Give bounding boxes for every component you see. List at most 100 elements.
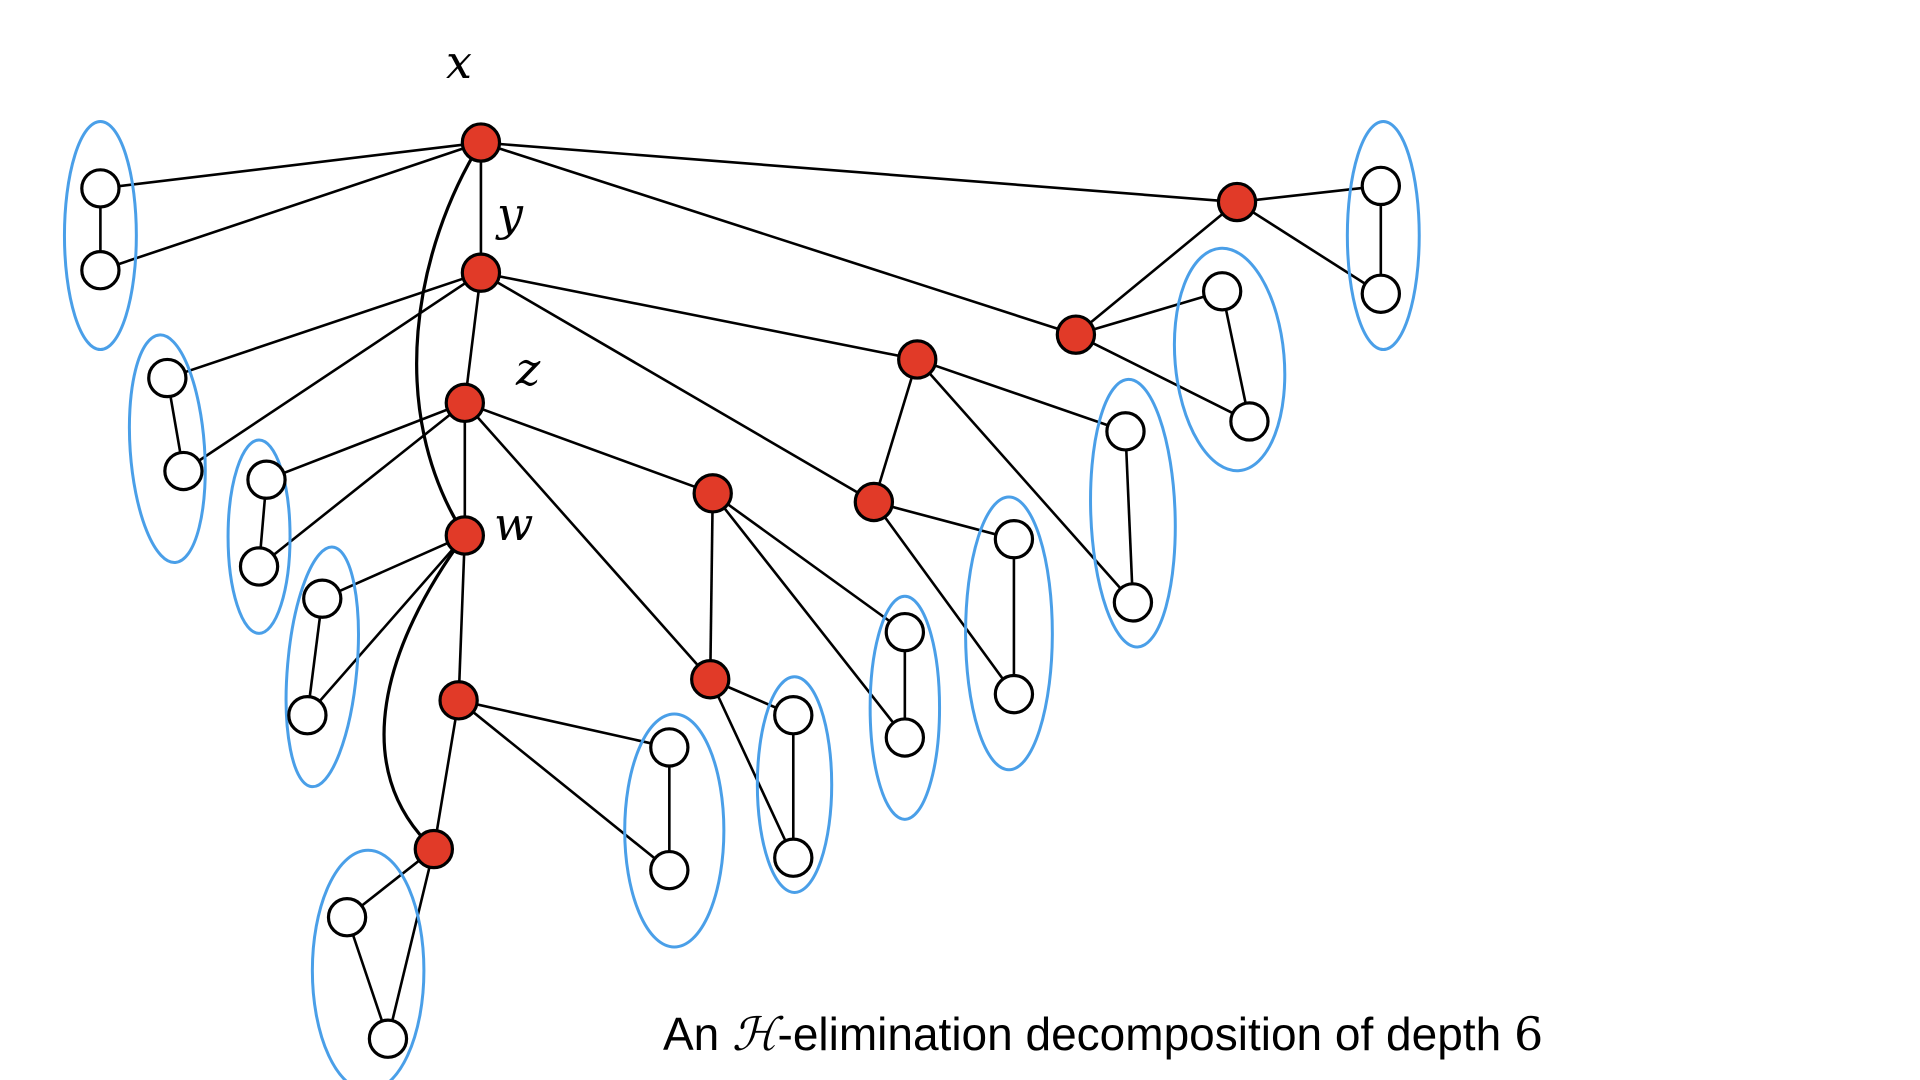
group-k-ellipse <box>1172 246 1287 473</box>
edge-w-n2 <box>382 534 467 851</box>
edge-n3-h2 <box>711 492 906 739</box>
edge-n4-g2 <box>709 678 795 859</box>
leaf-node-e1 <box>326 897 368 938</box>
leaf-node-b1 <box>147 357 188 399</box>
edge-x-w <box>415 141 483 537</box>
edge-x-n7 <box>480 141 1077 336</box>
edge-n1-n2 <box>432 700 460 850</box>
edge-z-n4 <box>463 401 712 681</box>
edge-z-n3 <box>464 401 714 495</box>
leaf-node-h2 <box>884 717 926 758</box>
edge-n7-k2 <box>1075 333 1251 423</box>
eliminated-node-n1 <box>438 680 479 721</box>
group-e-ellipse <box>310 848 426 1080</box>
leaf-node-j1 <box>1105 411 1146 452</box>
group-g-ellipse <box>755 675 834 894</box>
eliminated-node-n3 <box>692 473 733 514</box>
vertex-label-x: x <box>446 35 472 89</box>
edge-z-c2 <box>258 401 466 568</box>
edge-n1-f2 <box>457 699 671 872</box>
edge-y-b2 <box>182 271 482 473</box>
caption: An ℋ-elimination decomposition of depth … <box>663 1007 1543 1061</box>
edge-y-n6 <box>480 271 918 361</box>
edge-n1-f1 <box>458 699 670 749</box>
leaf-node-d2 <box>287 695 328 736</box>
nodes-layer <box>80 122 1402 1059</box>
leaf-node-f2 <box>649 849 690 891</box>
eliminated-node-n6 <box>897 339 938 380</box>
edge-n5-i1 <box>873 500 1015 541</box>
group-d-ellipse <box>284 545 360 789</box>
edge-x-a2 <box>99 141 482 272</box>
group-j-ellipse <box>1089 377 1177 649</box>
leaf-node-k2 <box>1229 401 1270 442</box>
edge-n3-h1 <box>711 492 906 634</box>
edge-j1-j2 <box>1124 431 1135 603</box>
caption-suffix: -elimination decomposition of depth <box>778 1008 1514 1060</box>
leaf-node-j2 <box>1112 582 1154 623</box>
edge-n8-l2 <box>1236 200 1382 295</box>
eliminated-node-n4 <box>690 659 731 700</box>
leaf-node-g2 <box>773 837 814 878</box>
leaf-node-i1 <box>993 518 1035 560</box>
caption-symbol: ℋ <box>732 1007 784 1061</box>
eliminated-node-x <box>460 122 502 163</box>
vertex-label-y: y <box>495 187 524 241</box>
group-f-ellipse <box>623 712 726 949</box>
edge-w-d2 <box>306 534 466 717</box>
leaf-node-g1 <box>773 695 814 736</box>
group-h-ellipse <box>868 594 942 821</box>
edge-y-z <box>463 272 483 404</box>
edge-n8-n7 <box>1075 201 1238 336</box>
edge-k1-k2 <box>1220 291 1251 422</box>
eliminated-node-n8 <box>1216 181 1258 223</box>
edge-n6-n5 <box>872 359 919 503</box>
vertex-label-w: w <box>494 497 533 551</box>
edge-n6-j2 <box>916 358 1134 604</box>
leaf-node-k1 <box>1201 271 1243 312</box>
edge-n6-j1 <box>916 358 1126 433</box>
leaf-node-c2 <box>238 546 280 587</box>
edge-x-a1 <box>100 141 482 190</box>
edge-e1-e2 <box>345 916 390 1040</box>
leaf-node-a1 <box>80 168 121 209</box>
caption-depth: 6 <box>1514 1007 1543 1061</box>
edge-w-n1 <box>457 535 467 701</box>
edge-n5-i2 <box>872 501 1015 695</box>
leaf-node-i2 <box>993 673 1035 715</box>
group-a-ellipse <box>62 119 138 352</box>
group-c-ellipse <box>226 438 292 635</box>
edge-w-d1 <box>321 534 466 600</box>
leaf-node-c1 <box>246 459 287 500</box>
leaf-node-l1 <box>1360 165 1402 207</box>
vertex-label-z: z <box>515 342 541 396</box>
eliminated-node-w <box>444 515 486 556</box>
leaf-node-d1 <box>302 578 343 619</box>
leaf-node-l2 <box>1360 273 1402 314</box>
leaf-node-h1 <box>884 611 926 653</box>
edge-n8-l1 <box>1236 184 1381 204</box>
edge-y-n5 <box>480 271 875 504</box>
leaf-node-a2 <box>80 250 121 291</box>
edge-n2-e2 <box>386 848 436 1040</box>
group-b-ellipse <box>127 333 207 564</box>
eliminated-node-z <box>444 382 486 424</box>
eliminated-node-n7 <box>1055 314 1097 355</box>
edge-n7-k1 <box>1075 290 1223 336</box>
group-i-ellipse <box>964 495 1054 772</box>
eliminated-node-n5 <box>853 481 895 523</box>
edge-n3-n4 <box>708 493 715 680</box>
edge-z-c1 <box>266 401 466 481</box>
leaf-node-e2 <box>367 1018 409 1059</box>
eliminated-node-y <box>460 252 502 293</box>
leaf-node-b2 <box>163 450 204 492</box>
eliminated-node-n2 <box>413 828 455 870</box>
edge-y-b1 <box>166 271 482 380</box>
edges-layer <box>99 141 1383 1040</box>
group-l-ellipse <box>1345 119 1421 352</box>
leaf-node-f1 <box>649 727 690 768</box>
edge-x-n8 <box>480 141 1238 204</box>
groups-layer <box>62 119 1421 1080</box>
caption-prefix: An <box>663 1008 732 1060</box>
